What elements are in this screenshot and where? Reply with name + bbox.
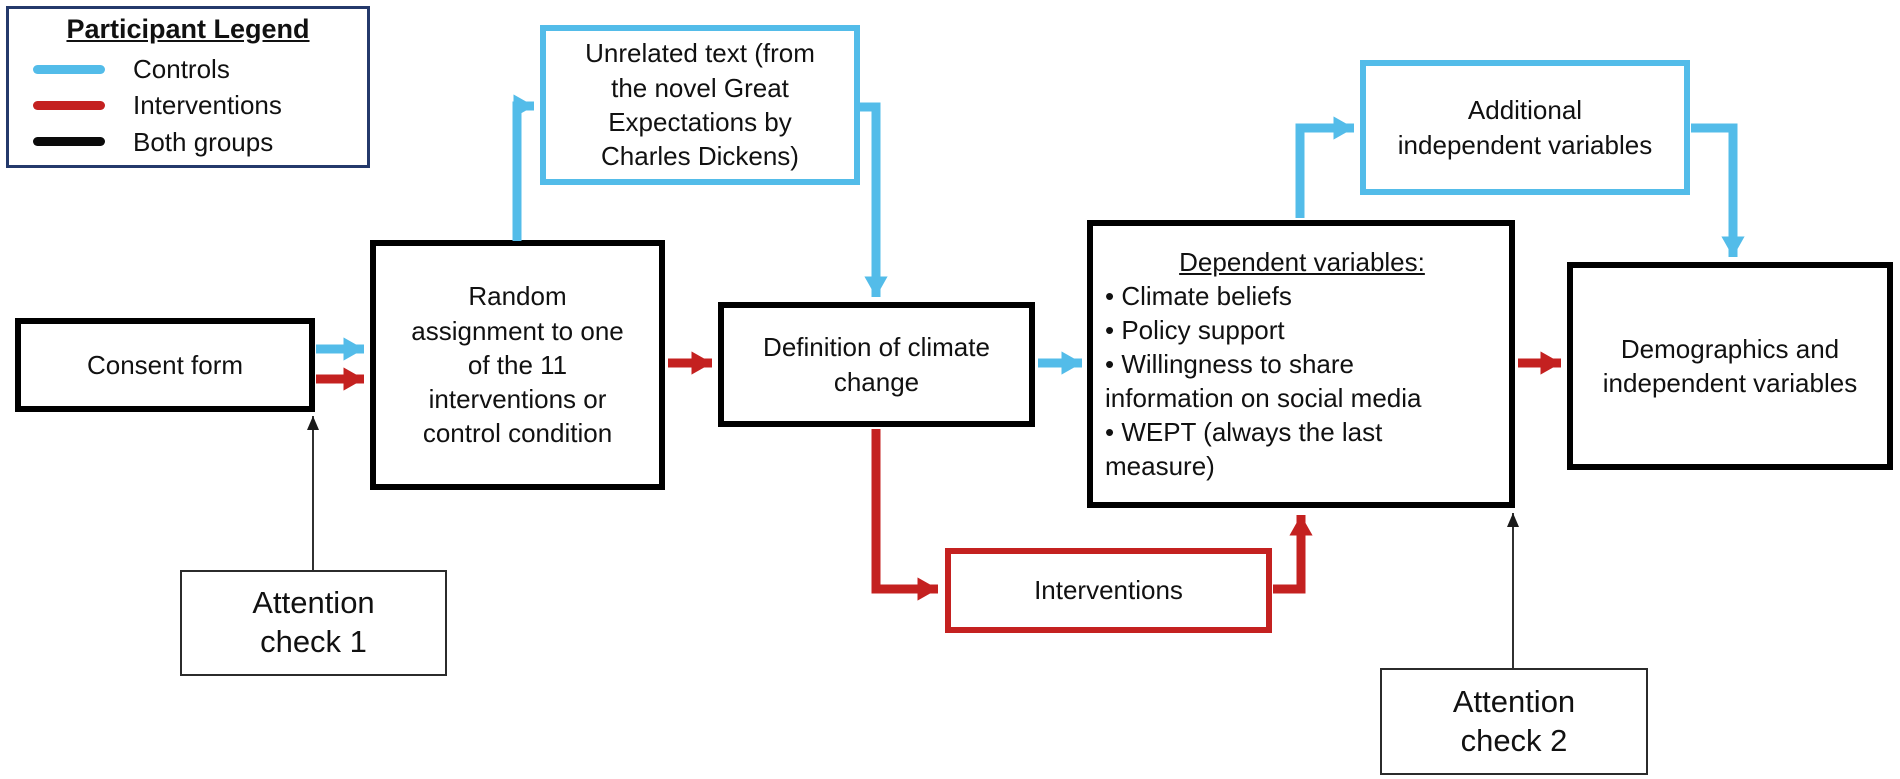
- dependent-variables-title: Dependent variables:: [1179, 246, 1425, 277]
- legend-label: Controls: [133, 53, 230, 84]
- controls-line-swatch: [33, 64, 105, 74]
- box-consent-form: Consent form: [15, 318, 315, 412]
- legend-item-both-groups: Both groups: [19, 124, 357, 160]
- arrow-dependent-to-additional: [1295, 116, 1355, 218]
- arrow-interventions-to-dependent: [1273, 514, 1313, 594]
- arrow-additional-to-demographics: [1691, 123, 1745, 258]
- legend-label: Both groups: [133, 126, 274, 157]
- legend-title: Participant Legend: [66, 13, 310, 44]
- legend-label: Interventions: [133, 90, 282, 121]
- box-dependent-variables: Dependent variables: • Climate beliefs• …: [1087, 220, 1515, 508]
- legend-item-controls: Controls: [19, 51, 357, 87]
- interventions-line-swatch: [33, 101, 105, 110]
- box-interventions: Interventions: [945, 548, 1272, 633]
- both-groups-line-swatch: [33, 137, 105, 147]
- arrow-random-to-unrelated: [512, 94, 535, 241]
- arrow-definition-to-interventions: [871, 429, 939, 601]
- dependent-variables-list: • Climate beliefs• Policy support• Willi…: [1105, 281, 1422, 482]
- box-label: Consent form: [86, 349, 244, 380]
- box-label: Interventions: [1034, 575, 1183, 606]
- participant-legend: Participant Legend Controls Intervention…: [6, 6, 370, 168]
- legend-item-interventions: Interventions: [19, 87, 357, 123]
